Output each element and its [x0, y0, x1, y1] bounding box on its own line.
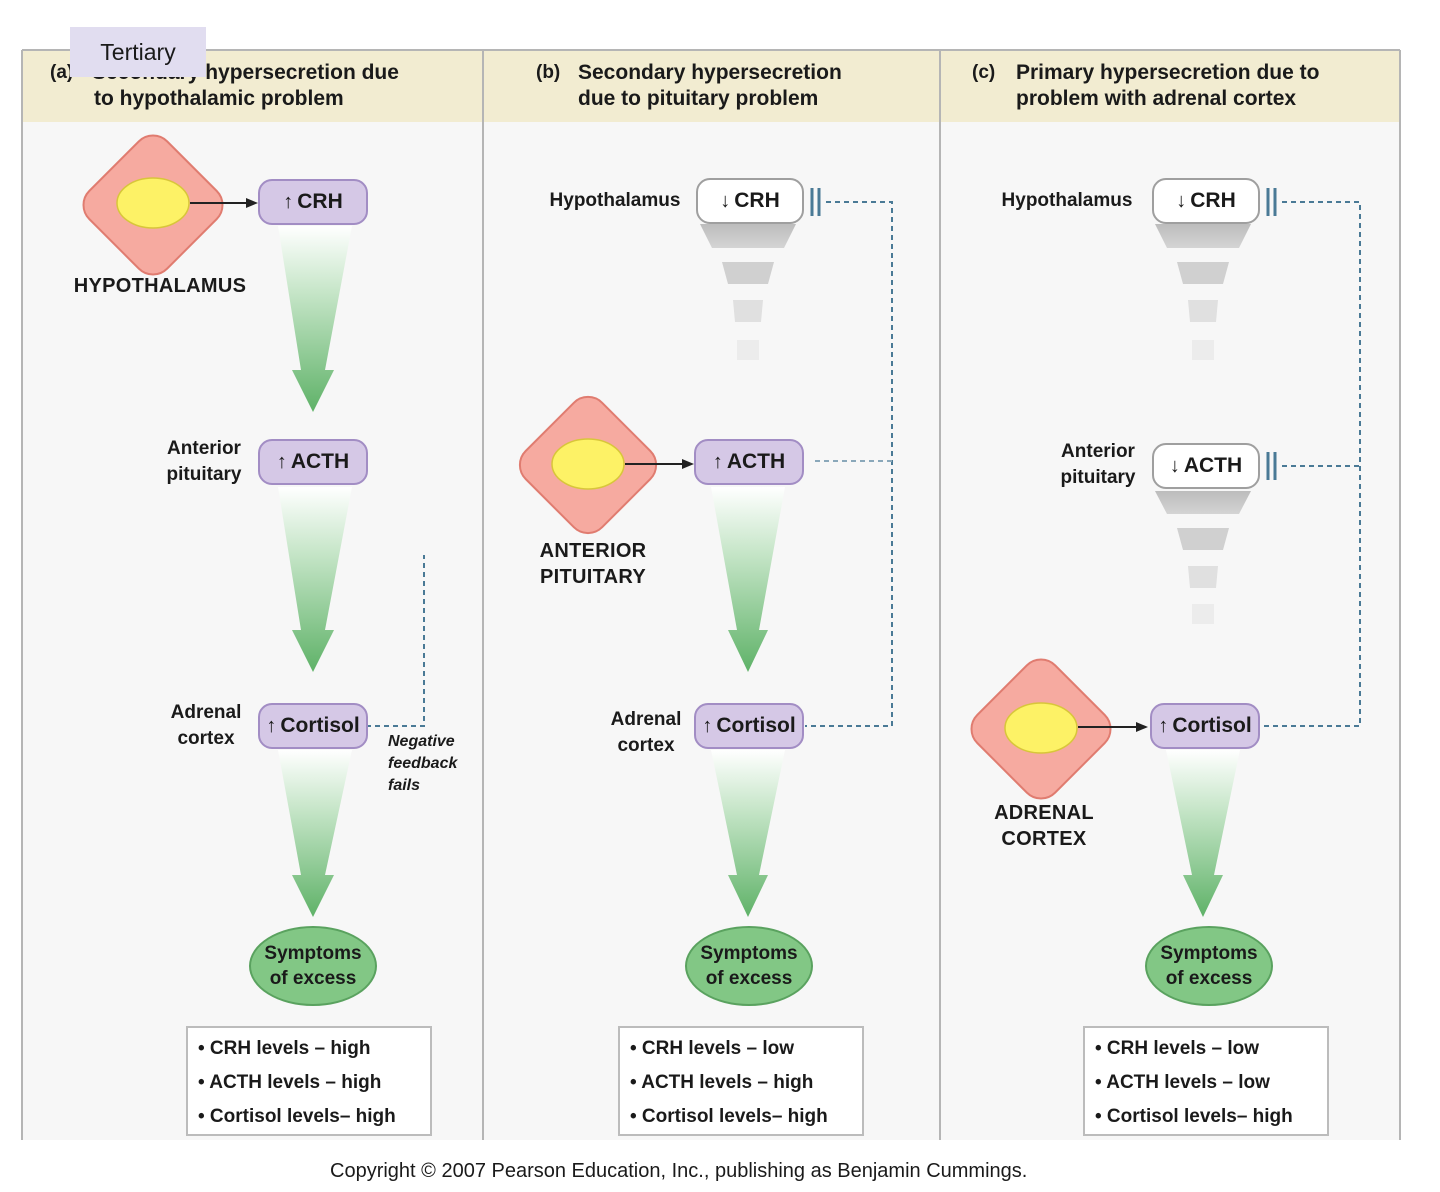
panel-a-graphics — [82, 134, 425, 917]
anterior-pituitary-label-line1: ANTERIOR — [539, 540, 647, 562]
panel-c-title-line1: Primary hypersecretion due to — [1016, 61, 1320, 84]
hypothalamus-gland-center — [116, 177, 190, 229]
arrow-up-icon: ↑ — [712, 450, 723, 473]
feedback-line — [1262, 201, 1361, 727]
symptoms-line2: of excess — [705, 968, 793, 989]
symptoms-line2: of excess — [1165, 968, 1253, 989]
level-item: • ACTH levels – low — [1095, 1072, 1270, 1093]
flow-arrow — [711, 750, 785, 917]
tertiary-tab[interactable]: Tertiary — [70, 27, 206, 77]
arrow-up-icon: ↑ — [266, 714, 277, 737]
symptoms-line1: Symptoms — [700, 943, 798, 964]
level-item: • Cortisol levels– high — [1095, 1106, 1293, 1127]
acth-hormone: ↑ACTH — [694, 439, 804, 485]
cortisol-label: Cortisol — [280, 714, 360, 737]
flow-arrow — [1166, 750, 1240, 917]
flow-arrow — [711, 487, 785, 672]
arrow-up-icon: ↑ — [702, 714, 713, 737]
symptoms-of-excess: Symptoms of excess — [685, 926, 813, 1006]
anterior-pituitary-label-line1: Anterior — [167, 438, 241, 459]
adrenal-cortex-label-line1: ADRENAL — [994, 802, 1094, 824]
adrenal-cortex-label: ADRENAL CORTEX — [964, 800, 1124, 852]
flow-arrow — [278, 750, 352, 917]
crh-label: CRH — [1190, 189, 1236, 212]
copyright-notice: Copyright © 2007 Pearson Education, Inc.… — [330, 1160, 1028, 1182]
acth-hormone: ↓ACTH — [1152, 443, 1260, 489]
symptoms-line1: Symptoms — [1160, 943, 1258, 964]
adrenal-cortex-label: Adrenal cortex — [150, 700, 262, 752]
acth-hormone: ↑ACTH — [258, 439, 368, 485]
arrow-up-icon: ↑ — [1158, 714, 1169, 737]
hypothalamus-label: Hypothalamus — [549, 190, 681, 211]
level-item: • ACTH levels – high — [630, 1072, 814, 1093]
adrenal-cortex-label: Adrenal cortex — [590, 707, 702, 759]
cortisol-hormone: ↑Cortisol — [258, 703, 368, 749]
panel-a-letter: (a) — [50, 62, 74, 83]
arrow-up-icon: ↑ — [283, 190, 294, 213]
crh-hormone: ↓CRH — [696, 178, 804, 224]
adrenal-cortex-label-line1: Adrenal — [610, 709, 682, 730]
flow-arrow — [278, 487, 352, 672]
hypothalamus-label: Hypothalamus — [1001, 190, 1133, 211]
anterior-pituitary-label: Anterior pituitary — [148, 436, 260, 488]
crh-label: CRH — [297, 190, 343, 213]
negative-feedback-line3: fails — [388, 777, 421, 794]
flow-arrow — [278, 226, 352, 412]
level-item: • Cortisol levels– high — [198, 1106, 396, 1127]
arrow-down-icon: ↓ — [1176, 189, 1187, 212]
crh-hormone: ↑CRH — [258, 179, 368, 225]
levels-box: • CRH levels – low • ACTH levels – low •… — [1083, 1026, 1329, 1136]
panel-c-graphics — [970, 188, 1361, 917]
levels-box: • CRH levels – low • ACTH levels – high … — [618, 1026, 864, 1136]
negative-feedback-line2: feedback — [388, 755, 458, 772]
arrow-down-icon: ↓ — [720, 189, 731, 212]
anterior-pituitary-label-line2: pituitary — [1060, 467, 1136, 488]
symptoms-of-excess: Symptoms of excess — [1145, 926, 1273, 1006]
arrow-down-icon: ↓ — [1169, 454, 1180, 477]
failed-feedback-line — [366, 555, 425, 727]
symptoms-line2: of excess — [269, 968, 357, 989]
acth-label: ACTH — [1183, 454, 1243, 477]
panel-b-title-line2: due to pituitary problem — [578, 87, 819, 110]
cortisol-hormone: ↑Cortisol — [694, 703, 804, 749]
cortisol-label: Cortisol — [1172, 714, 1252, 737]
level-item: • CRH levels – high — [198, 1038, 371, 1059]
cortisol-label: Cortisol — [716, 714, 796, 737]
crh-hormone: ↓CRH — [1152, 178, 1260, 224]
level-item: • ACTH levels – high — [198, 1072, 382, 1093]
acth-label: ACTH — [290, 450, 350, 473]
panel-c-letter: (c) — [972, 62, 996, 83]
level-item: • Cortisol levels– high — [630, 1106, 828, 1127]
arrow-up-icon: ↑ — [276, 450, 287, 473]
anterior-pituitary-label: Anterior pituitary — [1042, 439, 1154, 491]
anterior-pituitary-label-line2: PITUITARY — [539, 566, 647, 588]
anterior-pituitary-label: ANTERIOR PITUITARY — [513, 538, 673, 590]
anterior-pituitary-label-line2: pituitary — [166, 464, 242, 485]
level-item: • CRH levels – low — [630, 1038, 794, 1059]
levels-box: • CRH levels – high • ACTH levels – high… — [186, 1026, 432, 1136]
symptoms-of-excess: Symptoms of excess — [249, 926, 377, 1006]
negative-feedback-note: Negative feedback fails — [388, 731, 457, 797]
panel-backgrounds — [21, 49, 1401, 1140]
feedback-line — [805, 201, 893, 727]
adrenal-cortex-label-line1: Adrenal — [170, 702, 242, 723]
adrenal-cortex-label-line2: cortex — [617, 735, 675, 756]
panel-c-title-line2: problem with adrenal cortex — [1016, 87, 1297, 110]
hypothalamus-label: HYPOTHALAMUS — [73, 275, 247, 297]
adrenal-cortex-label-line2: cortex — [177, 728, 235, 749]
panel-b-title-line1: Secondary hypersecretion — [578, 61, 842, 84]
cortisol-hormone: ↑Cortisol — [1150, 703, 1260, 749]
panel-a-title-line2: to hypothalamic problem — [94, 87, 344, 110]
level-item: • CRH levels – low — [1095, 1038, 1259, 1059]
anterior-pituitary-label-line1: Anterior — [1061, 441, 1135, 462]
crh-label: CRH — [734, 189, 780, 212]
panel-b-letter: (b) — [536, 62, 561, 83]
negative-feedback-line1: Negative — [388, 733, 455, 750]
adrenal-cortex-label-line2: CORTEX — [1001, 828, 1087, 850]
acth-label: ACTH — [726, 450, 786, 473]
symptoms-line1: Symptoms — [264, 943, 362, 964]
panel-b-graphics — [518, 188, 893, 917]
